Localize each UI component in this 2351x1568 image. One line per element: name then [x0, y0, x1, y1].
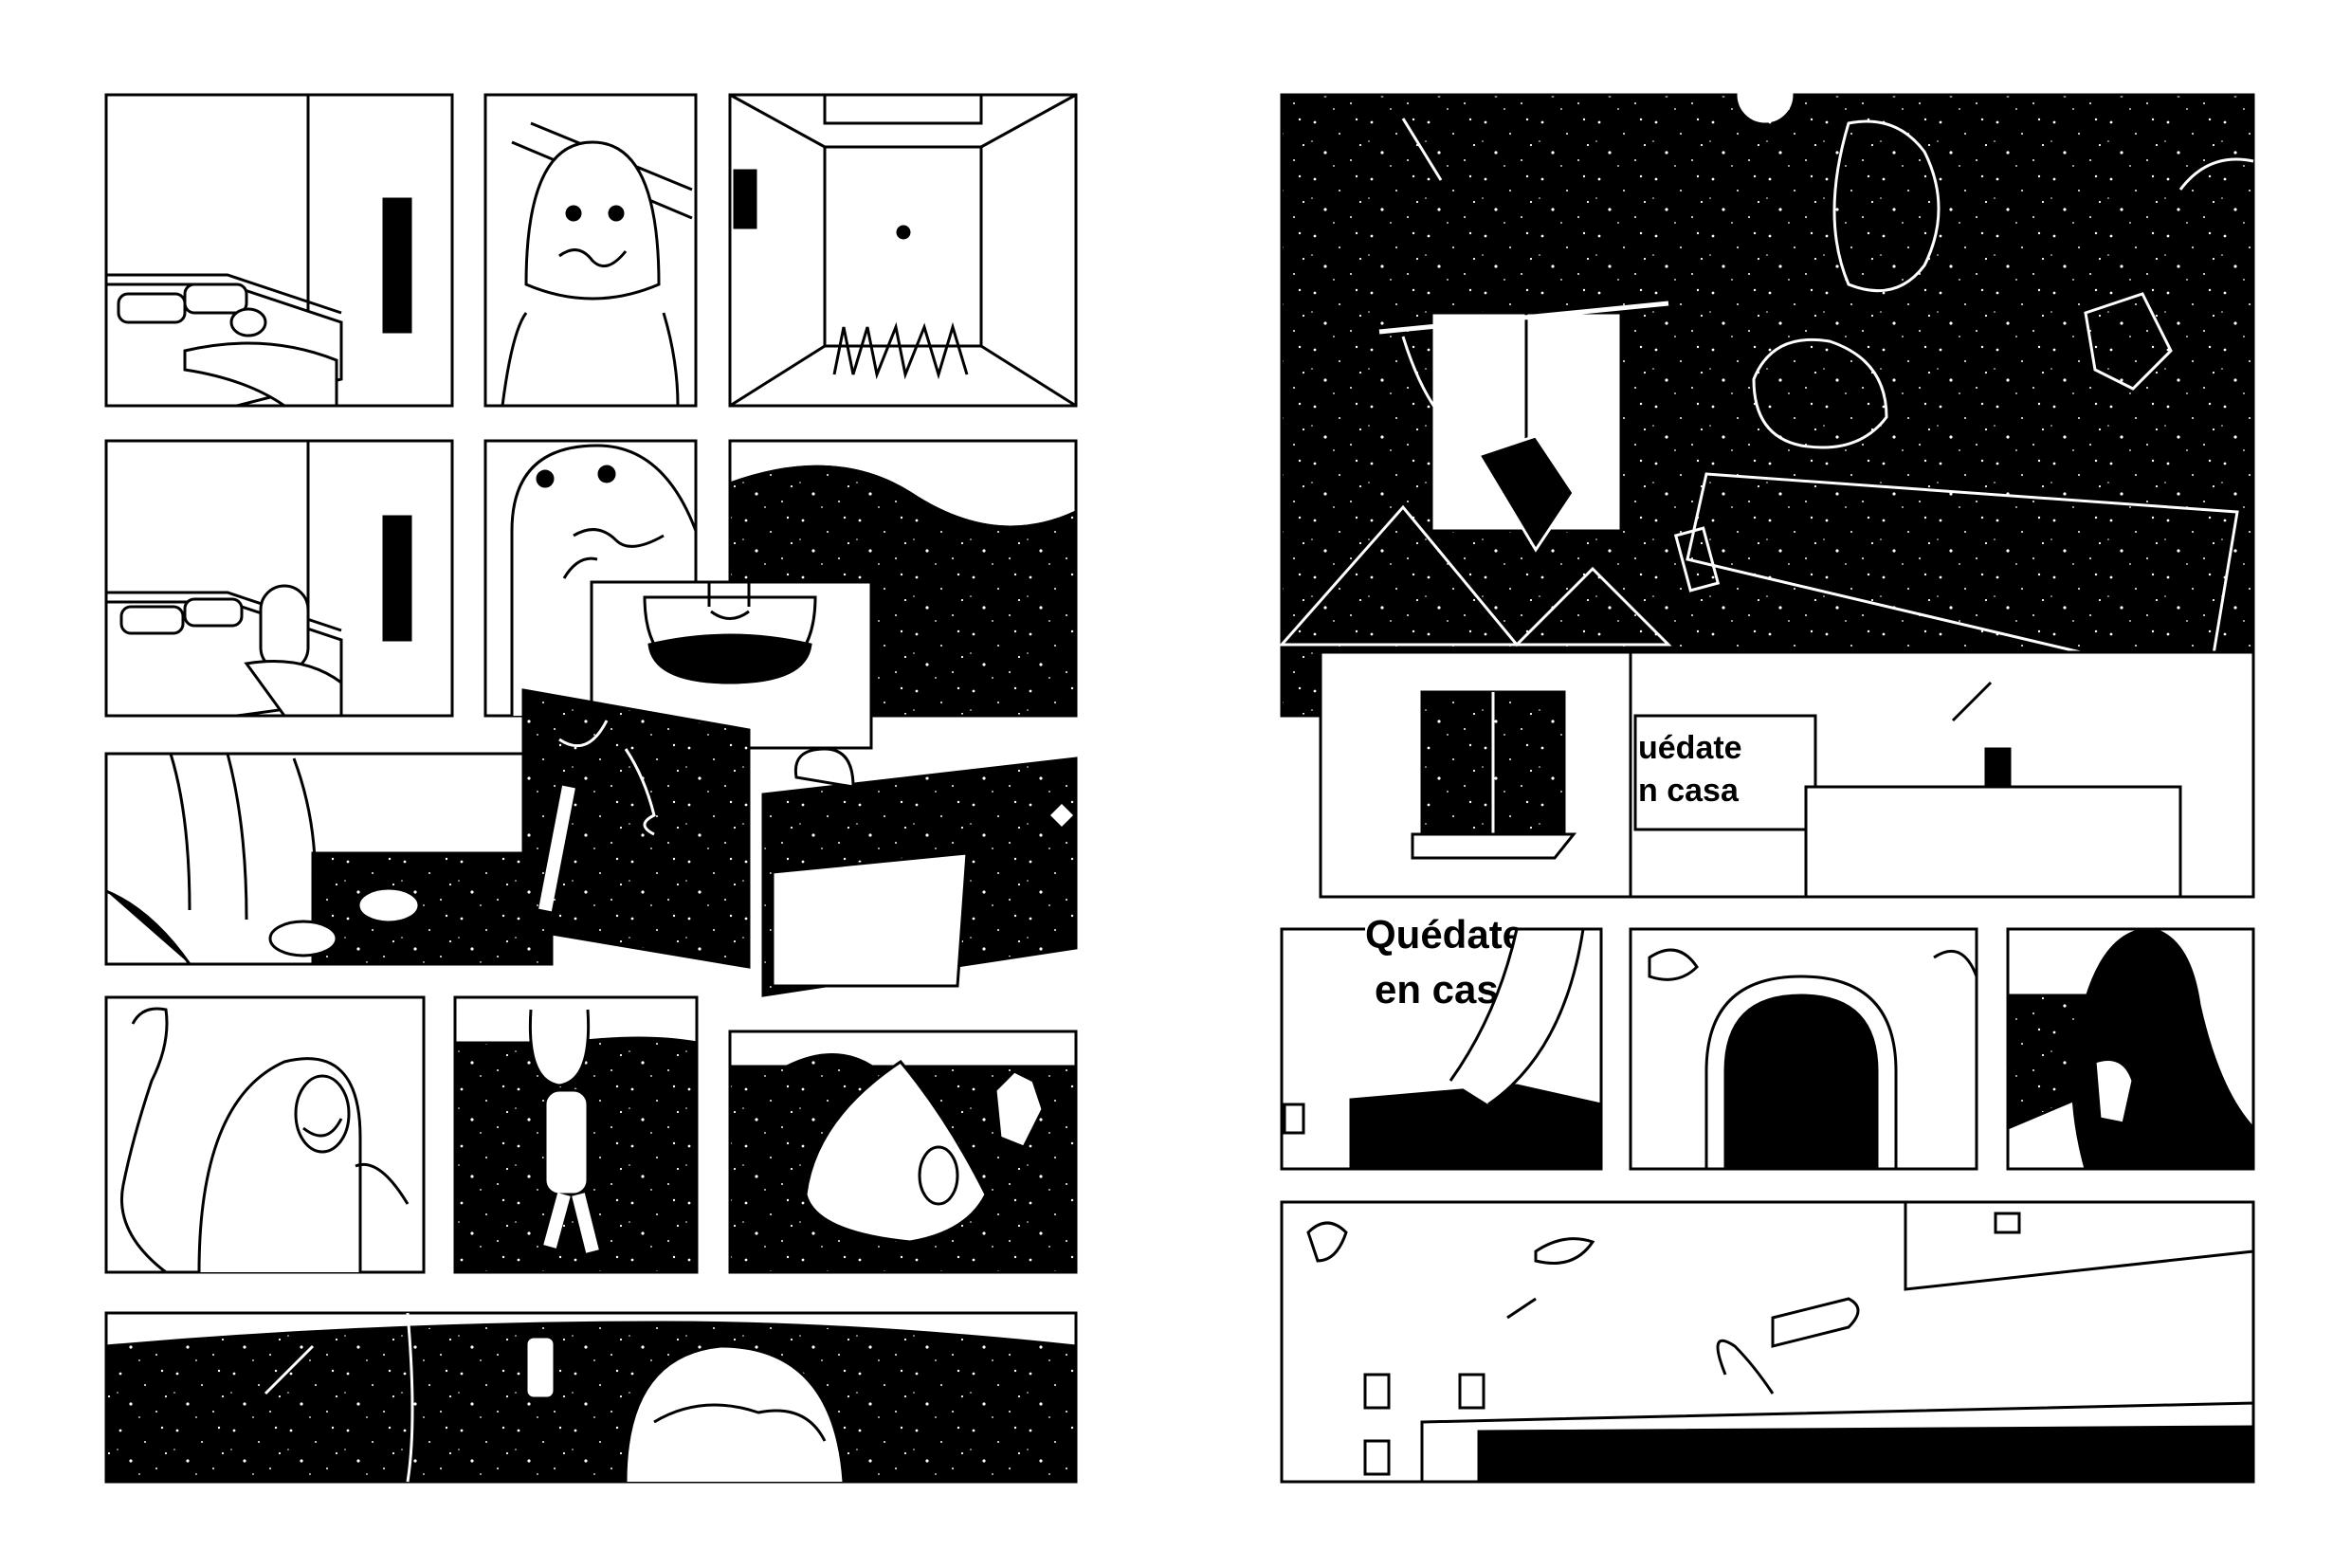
panel-bedroom-sleeping [104, 93, 454, 408]
panel-hanging-starfield [453, 995, 699, 1274]
panel-falling-scream [728, 1030, 1078, 1274]
sign-crop-line1: uédate [1638, 730, 1742, 766]
panel-submerged [104, 1311, 1078, 1484]
panel-street-window: uédate n casa [1319, 650, 2255, 899]
panel-leaning-window [2006, 927, 2255, 1171]
panel-holding-table [761, 747, 1078, 997]
panel-flooding-room [104, 752, 554, 966]
panel-archway [1629, 927, 1978, 1171]
sign-large-line1: Quédate [1365, 912, 1524, 957]
panel-ceiling-view [728, 93, 1078, 408]
panel-sign-balcony: Quédate en casa [1280, 912, 1603, 1171]
panel-night-flight [1278, 66, 2255, 718]
panel-rooftop-view [1280, 1200, 2255, 1484]
inset-tilted-panel [521, 688, 751, 969]
right-page: uédate n casa Quédate en casa [1278, 66, 2255, 1484]
panel-worried-face [483, 93, 698, 408]
left-page [104, 93, 1078, 1484]
panel-waving-scared [104, 995, 426, 1274]
sign-crop-line2: n casa [1638, 773, 1740, 809]
panel-bedroom-sitting [104, 439, 454, 718]
